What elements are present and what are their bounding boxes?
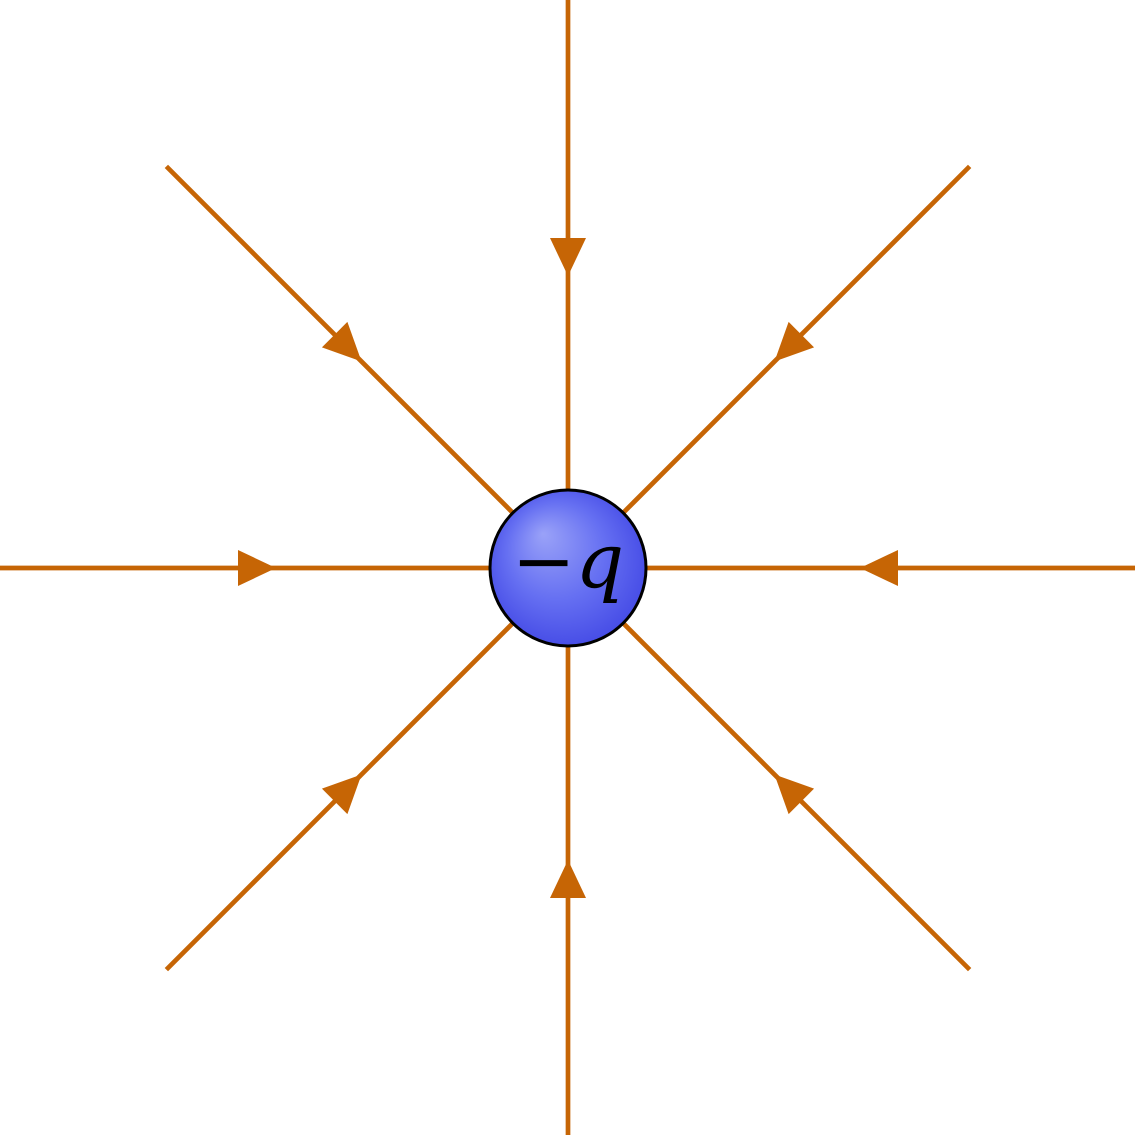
field-arrowhead xyxy=(774,774,815,815)
field-arrowhead xyxy=(550,860,586,898)
field-arrowhead xyxy=(321,321,362,362)
field-arrowhead xyxy=(321,774,362,815)
field-arrowhead xyxy=(774,321,815,362)
field-line xyxy=(164,566,570,972)
field-line xyxy=(566,566,972,972)
charge-body xyxy=(488,488,648,648)
field-arrowhead xyxy=(238,550,276,586)
charge-label: −q xyxy=(512,516,624,605)
field-arrowhead xyxy=(860,550,898,586)
field-arrowhead xyxy=(550,238,586,276)
field-line xyxy=(566,164,972,570)
field-line xyxy=(164,164,570,570)
